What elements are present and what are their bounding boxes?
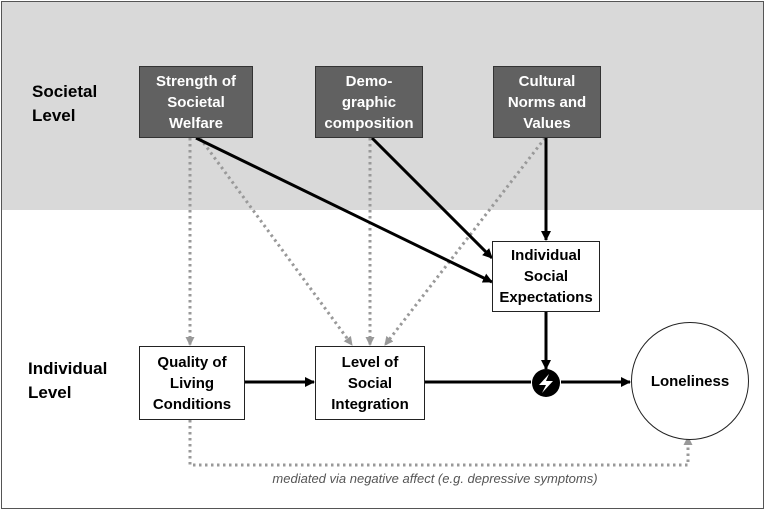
- box-strength-of-societal-welfare: Strength of Societal Welfare: [139, 66, 253, 138]
- box-quality-of-living-conditions: Quality of Living Conditions: [139, 346, 245, 420]
- dotted-arrow-cultural-to-integration: [383, 137, 547, 346]
- mediation-note: mediated via negative affect (e.g. depre…: [272, 471, 598, 486]
- arrow-demographic-to-expectations: [370, 136, 494, 260]
- lightning-bolt-icon: [532, 369, 560, 397]
- box-cultural-norms-and-values: Cultural Norms and Values: [493, 66, 601, 138]
- box-demographic-composition: Demo- graphic composition: [315, 66, 423, 138]
- individual-level-label: Individual Level: [28, 359, 108, 402]
- loneliness-circle: Loneliness: [631, 322, 749, 440]
- box-individual-social-expectations: Individual Social Expectations: [492, 241, 600, 312]
- dotted-arrow-mediation: [188, 420, 693, 467]
- dotted-arrow-welfare-to-integration: [198, 137, 354, 346]
- loneliness-label: Loneliness: [650, 372, 730, 390]
- arrow-welfare-to-expectations: [195, 136, 493, 284]
- box-level-of-social-integration: Level of Social Integration: [315, 346, 425, 420]
- societal-level-label: Societal Level: [32, 82, 98, 125]
